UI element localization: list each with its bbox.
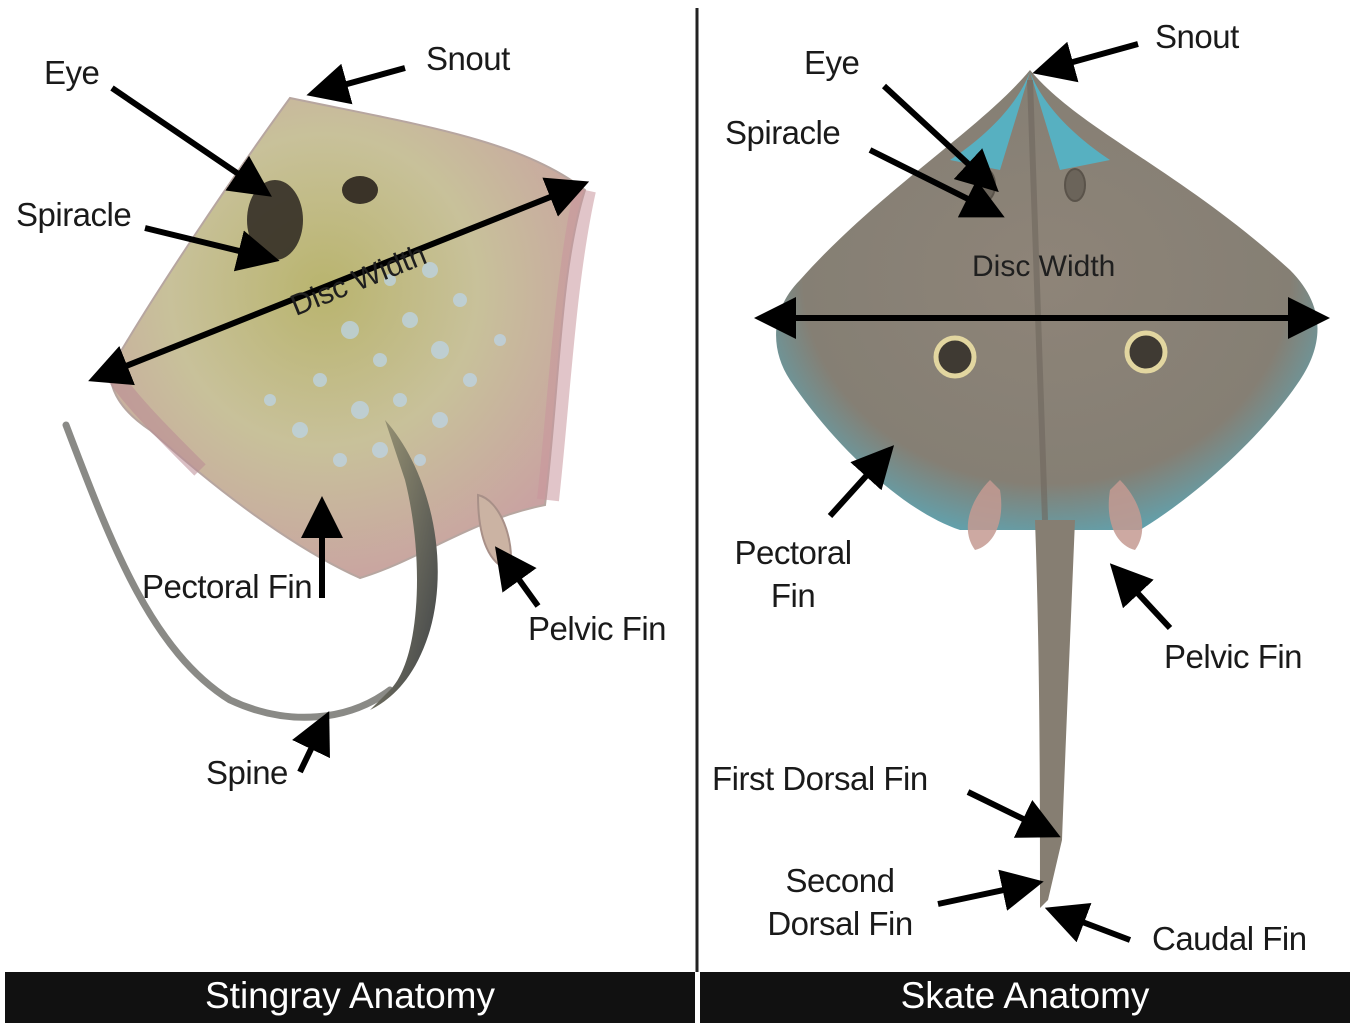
skate-label-first-dorsal-fin: First Dorsal Fin bbox=[712, 758, 928, 801]
skate-first-dorsal-arrow bbox=[968, 792, 1050, 832]
skate-pectoral-arrow bbox=[830, 454, 886, 516]
skate-label-eye: Eye bbox=[804, 42, 859, 85]
skate-label-caudal-fin: Caudal Fin bbox=[1152, 918, 1307, 961]
stingray-label-spine: Spine bbox=[206, 752, 288, 795]
skate-label-pelvic-fin: Pelvic Fin bbox=[1164, 636, 1302, 679]
skate-label-second-dorsal-line2: Dorsal Fin bbox=[752, 903, 928, 946]
stingray-eye-arrow bbox=[112, 88, 262, 190]
skate-caudal-arrow bbox=[1056, 912, 1130, 940]
skate-label-pectoral-line1: Pectoral bbox=[720, 532, 866, 575]
stingray-spine-arrow bbox=[300, 722, 324, 772]
stingray-label-snout: Snout bbox=[426, 38, 510, 81]
skate-snout-arrow bbox=[1044, 44, 1138, 70]
skate-caption: Skate Anatomy bbox=[700, 972, 1350, 1023]
skate-label-snout: Snout bbox=[1155, 16, 1239, 59]
skate-label-second-dorsal-line1: Second bbox=[752, 860, 928, 903]
stingray-label-pelvic-fin: Pelvic Fin bbox=[528, 608, 666, 651]
stingray-caption: Stingray Anatomy bbox=[5, 972, 695, 1023]
skate-label-pectoral-fin: Pectoral Fin bbox=[720, 532, 866, 618]
stingray-eye-mark bbox=[342, 176, 378, 204]
skate-ocellus-right bbox=[1127, 333, 1165, 371]
stingray-label-eye: Eye bbox=[44, 52, 99, 95]
skate-label-second-dorsal-fin: Second Dorsal Fin bbox=[752, 860, 928, 946]
skate-pelvic-arrow bbox=[1118, 572, 1170, 628]
skate-label-spiracle: Spiracle bbox=[725, 112, 840, 155]
stingray-label-spiracle: Spiracle bbox=[16, 194, 131, 237]
skate-disc bbox=[776, 70, 1317, 530]
skate-eye-right bbox=[1065, 169, 1085, 201]
stingray-snout-arrow bbox=[318, 68, 405, 92]
skate-second-dorsal-arrow bbox=[938, 884, 1032, 904]
stingray-head-shadow bbox=[247, 180, 303, 260]
skate-tail bbox=[1035, 520, 1075, 908]
skate-label-pectoral-line2: Fin bbox=[720, 575, 866, 618]
skate-ocellus-left bbox=[936, 338, 974, 376]
stingray-illustration bbox=[66, 98, 585, 717]
stingray-pelvic-arrow bbox=[502, 556, 538, 606]
stingray-label-pectoral-fin: Pectoral Fin bbox=[142, 566, 312, 609]
skate-label-disc-width: Disc Width bbox=[972, 250, 1115, 284]
